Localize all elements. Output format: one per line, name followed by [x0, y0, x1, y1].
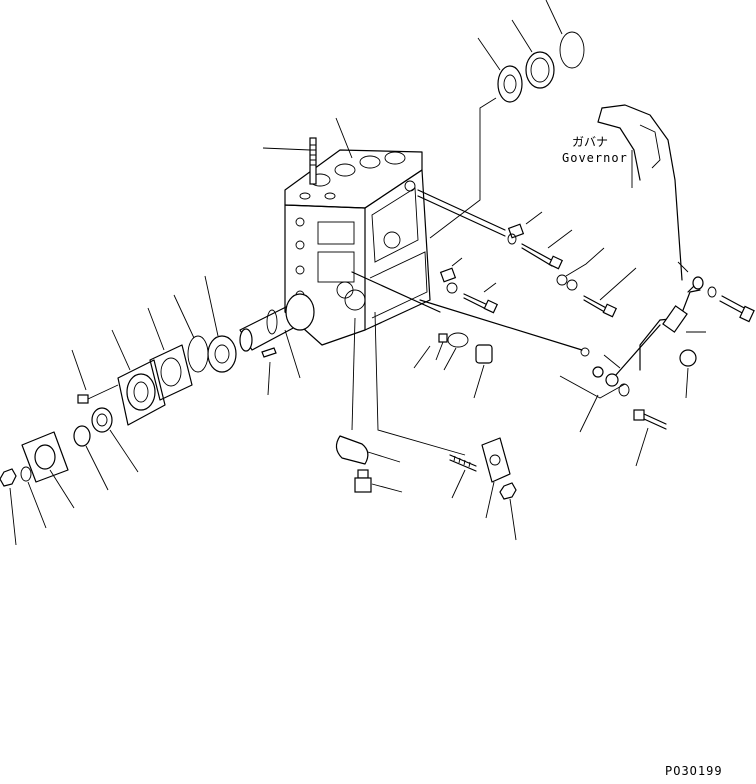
o-ring	[187, 335, 209, 373]
plug	[447, 332, 493, 364]
leader-washer-c	[451, 257, 463, 267]
leader-camshaft	[284, 329, 301, 379]
leader-stud-lower	[451, 469, 466, 499]
leader-bearing	[204, 275, 219, 337]
leader-bearing-ring	[477, 37, 501, 71]
leader-washer-group-2	[579, 394, 599, 433]
hose-clip	[335, 435, 369, 465]
washer-pair-a	[507, 223, 525, 245]
leader-small-bolt	[413, 345, 431, 369]
cover-gasket	[149, 344, 193, 401]
bearing-ring	[497, 65, 523, 103]
leader-link-rod	[677, 261, 689, 273]
stud-bolt-lower	[449, 454, 477, 472]
leader-washer-group-3	[603, 354, 621, 369]
screw	[354, 469, 372, 493]
leader-gasket-plate	[485, 481, 495, 519]
governor-label-jp: ガバナ	[572, 135, 609, 149]
leader-bolt-b	[599, 267, 637, 301]
spacer	[679, 349, 697, 367]
figure-code: PO3O199	[665, 764, 723, 778]
camshaft	[239, 293, 315, 352]
fuel-pipe-upper-2	[417, 195, 506, 237]
lever-bolt	[719, 295, 755, 323]
leader-cover	[111, 329, 131, 371]
leader-housing-stud	[374, 311, 466, 456]
leader-washer-a	[525, 211, 543, 225]
small-bolt	[435, 333, 448, 361]
leader-spacer	[685, 367, 689, 399]
washer-pair-b	[556, 274, 578, 291]
washer	[20, 466, 32, 482]
leader-washer	[27, 481, 47, 529]
washer-lever-c	[618, 383, 630, 397]
leader-nut	[9, 487, 17, 546]
leader-plug-2	[473, 364, 485, 399]
small-washer	[580, 347, 590, 357]
leader-bolt-c	[483, 282, 497, 293]
leader-oil-seal	[109, 429, 139, 473]
bolt-lower-right	[633, 409, 667, 430]
leader-sleeve	[511, 19, 533, 53]
banjo-bolt-a	[521, 243, 564, 270]
fuel-pipe-lower	[351, 271, 441, 313]
taper-bearing	[207, 335, 237, 373]
stud-bolt	[262, 137, 317, 185]
woodruff-key	[261, 347, 277, 358]
banjo-bolt-c	[463, 293, 499, 314]
nut-lower	[499, 482, 517, 500]
washer-lever-a	[592, 366, 604, 378]
nut	[0, 468, 17, 487]
fuel-pipe-upper	[417, 189, 506, 231]
leader-collar	[85, 445, 109, 491]
leader-snap-ring	[545, 0, 563, 35]
oil-seal	[91, 407, 113, 433]
control-lever	[614, 289, 701, 377]
cover-bolt	[77, 384, 119, 404]
leader-housing	[335, 117, 353, 159]
leader-key	[267, 361, 271, 396]
banjo-bolt-b	[583, 295, 618, 318]
snap-ring	[559, 31, 585, 69]
leader-housing-clip	[351, 317, 356, 431]
leader-gasket	[147, 307, 165, 351]
leader-plug	[443, 347, 457, 371]
leader-o-ring	[173, 294, 195, 339]
leader-bolt-a	[547, 229, 573, 249]
leader-screw	[371, 483, 403, 493]
sleeve	[525, 51, 555, 89]
leader-washer-b	[565, 247, 605, 277]
leader-bolt-lower-right	[635, 427, 649, 467]
leader-cover-bolt	[71, 349, 87, 391]
governor-outline	[597, 104, 683, 281]
leader-nut-lower	[509, 498, 517, 541]
governor-label-en: Governor	[562, 151, 628, 165]
collar	[73, 425, 91, 447]
pump-housing	[284, 149, 431, 346]
leader-ring-to-housing	[429, 97, 497, 239]
coupling-flange	[21, 431, 69, 483]
control-rod	[419, 299, 583, 351]
washer-lever-b	[605, 373, 619, 387]
leader-flange	[49, 469, 75, 509]
leader-clip	[367, 451, 401, 463]
leader-washer-group	[559, 375, 626, 399]
link-rod	[687, 276, 717, 298]
gasket-plate	[481, 437, 511, 483]
bearing-cover	[117, 359, 166, 426]
washer-pair-c	[439, 267, 458, 294]
